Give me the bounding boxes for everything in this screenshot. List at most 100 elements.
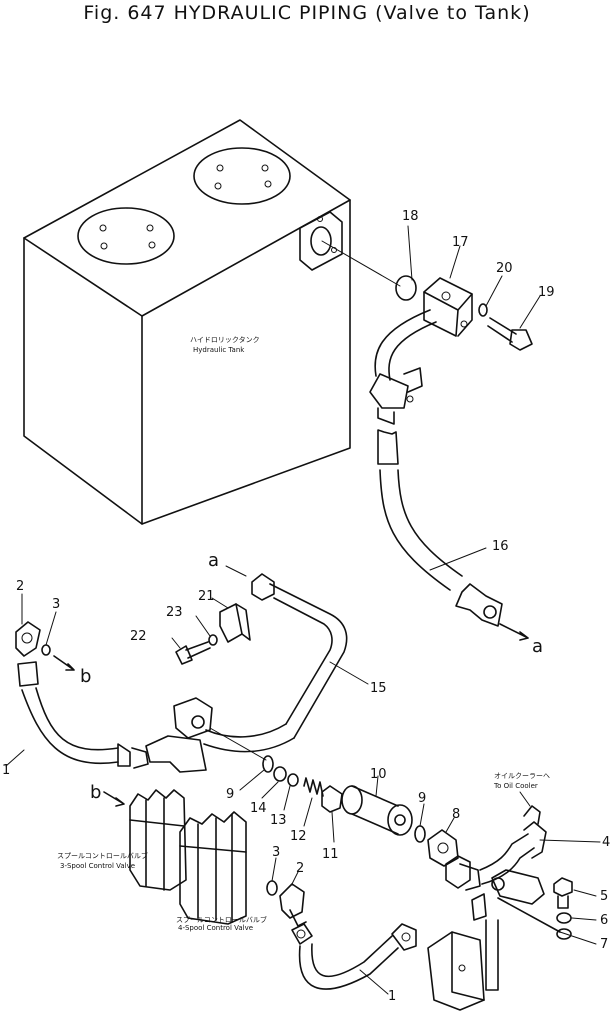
pipe-15	[203, 573, 348, 753]
control-valve-4-spool	[179, 811, 247, 925]
leader-1-left	[5, 749, 25, 767]
fitting-11	[321, 785, 343, 813]
part-number-11: 11	[322, 847, 339, 862]
washer-13	[287, 773, 299, 787]
part-number-16: 16	[492, 539, 509, 554]
elbow-2-bottom	[279, 883, 307, 927]
bolt-19	[487, 317, 533, 351]
leader-center	[209, 727, 267, 761]
part-number-9-right: 9	[418, 791, 426, 806]
mark-a-top: a	[208, 550, 219, 571]
bracket-21	[219, 603, 251, 643]
elbow-2-top	[15, 621, 41, 657]
part-number-14: 14	[250, 801, 267, 816]
part-number-1-bottom: 1	[388, 989, 396, 1004]
cooler-label-jp: オイルクーラーへ	[494, 772, 550, 780]
bolt-5	[553, 877, 573, 909]
leader-7	[559, 931, 597, 945]
cooler-label-en: To Oil Cooler	[493, 782, 538, 790]
leader-9-right	[419, 803, 425, 827]
part-number-8: 8	[452, 807, 460, 822]
fitting-8	[427, 829, 459, 867]
o-ring-3-bottom	[266, 880, 278, 896]
leader-22	[171, 637, 181, 649]
bracket-assembly	[427, 893, 499, 1011]
pipe-4-assembly	[445, 805, 547, 905]
leader-tank-port	[321, 240, 401, 287]
o-ring-18	[395, 275, 417, 301]
spool4-label-jp: スプールコントロールバルブ	[176, 915, 267, 924]
leader-9-left	[239, 769, 265, 791]
tank-label-jp: ハイドロリックタンク	[190, 335, 260, 344]
o-ring-9-left	[262, 755, 274, 773]
leader-6	[571, 917, 597, 921]
part-number-9-left: 9	[226, 787, 234, 802]
arrow-a-right	[499, 623, 529, 641]
part-number-17: 17	[452, 235, 469, 250]
spool3-label-jp: スプールコントロールバルブ	[57, 851, 148, 860]
washer-6	[556, 912, 572, 924]
part-number-22: 22	[130, 629, 147, 644]
leader-19	[519, 295, 541, 329]
arrow-b-right	[53, 655, 75, 671]
part-number-15: 15	[370, 681, 387, 696]
leader-17	[449, 245, 461, 279]
part-number-6: 6	[600, 913, 608, 928]
leader-20	[485, 275, 503, 307]
leader-13	[283, 785, 291, 811]
leader-1-bottom	[359, 969, 389, 995]
part-number-18: 18	[402, 209, 419, 224]
leader-18	[407, 225, 413, 281]
leader-7-line	[497, 897, 561, 933]
control-valve-3-spool	[129, 789, 187, 891]
leader-a-top	[225, 565, 247, 577]
leader-8	[445, 817, 455, 833]
spool3-label-en: 3-Spool Control Valve	[60, 862, 135, 870]
cylinder-10	[341, 785, 413, 836]
arrow-b-valve	[103, 791, 125, 807]
leader-12	[303, 797, 313, 827]
leader-3-top	[45, 611, 57, 646]
leader-oil-cooler	[519, 791, 531, 807]
part-number-4: 4	[602, 835, 610, 850]
mark-b-right: b	[80, 666, 91, 687]
leader-10	[375, 775, 379, 797]
hose-1-left	[17, 661, 149, 769]
mark-a-right: a	[532, 636, 543, 657]
washer-7	[556, 928, 572, 940]
part-number-5: 5	[600, 889, 608, 904]
part-number-19: 19	[538, 285, 555, 300]
part-number-20: 20	[496, 261, 513, 276]
leader-14	[261, 781, 279, 799]
spring-12	[303, 777, 324, 797]
part-number-3-top: 3	[52, 597, 60, 612]
part-number-23: 23	[166, 605, 183, 620]
part-number-10: 10	[370, 767, 387, 782]
flange-17	[423, 277, 473, 337]
part-number-3-bottom: 3	[272, 845, 280, 860]
washer-23	[208, 634, 218, 646]
part-number-12: 12	[290, 829, 307, 844]
part-number-2-top: 2	[16, 579, 24, 594]
leader-23	[195, 615, 211, 637]
o-ring-3-top	[41, 644, 51, 656]
part-number-7: 7	[600, 937, 608, 952]
spool4-label-en: 4-Spool Control Valve	[178, 924, 253, 932]
elbow-pipe	[369, 309, 437, 425]
leader-11	[331, 811, 335, 843]
washer-14	[273, 766, 287, 782]
o-ring-9-right	[414, 825, 426, 843]
leader-16	[429, 547, 487, 571]
valve-body	[145, 697, 213, 773]
tank-label-en: Hydraulic Tank	[193, 346, 245, 354]
hose-1-bottom	[291, 923, 417, 990]
hose-16	[377, 429, 503, 627]
leader-3-bottom	[271, 857, 277, 882]
leader-15	[329, 661, 369, 685]
washer-20	[478, 303, 488, 317]
leader-2-bottom	[291, 871, 299, 885]
part-number-13: 13	[270, 813, 287, 828]
part-number-21: 21	[198, 589, 215, 604]
